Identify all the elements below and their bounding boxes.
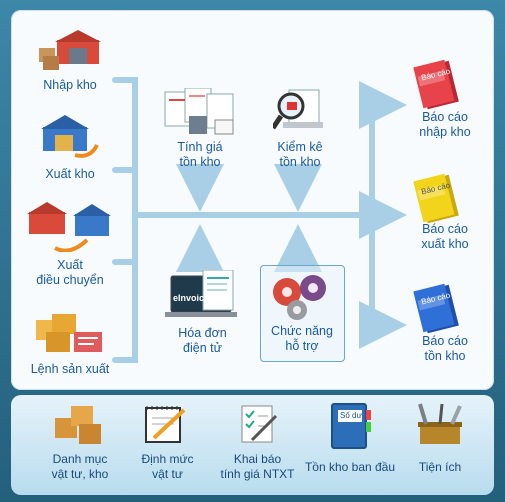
stock-report-module[interactable]: Báo cáo Báo cáo tồn kho [400,282,490,367]
opening-stock-button[interactable]: Số dư Tồn kho ban đầu [300,402,400,490]
blue-report-book-icon [413,283,459,334]
opening-stock-label: Tồn kho ban đầu [304,460,396,474]
export-warehouse-label: Xuất kho [45,167,95,181]
einvoice-label: Hóa đơn điện tử [178,326,227,355]
export-report-module[interactable]: Báo cáo Báo cáo xuất kho [400,172,490,257]
production-order-label: Lệnh sản xuất [30,362,110,376]
support-functions-label: Chức năng hỗ trợ [271,324,333,353]
materials-catalog-button[interactable]: Danh mục vật tư, kho [35,402,125,490]
utilities-button[interactable]: Tiện ích [400,402,480,490]
export-report-label: Báo cáo xuất kho [421,222,469,251]
import-warehouse-label: Nhập kho [43,78,97,92]
magnifier-icon [273,89,323,130]
inventory-pricing-label: Tính giá tồn kho [177,140,223,169]
inventory-pricing-module[interactable]: Tính giá tồn kho [155,88,245,173]
notebook-pen-icon [145,406,186,443]
material-norms-button[interactable]: Định mức vật tư [125,402,210,490]
pricing-declaration-label: Khai báo tính giá NTXT [220,452,295,481]
pricing-declaration-button[interactable]: Khai báo tính giá NTXT [210,402,305,490]
gears-icon [273,275,326,320]
diagram-panel [11,10,494,390]
stocktake-label: Kiểm kê tồn kho [277,140,323,169]
export-warehouse-module[interactable]: Xuất kho [25,115,115,185]
transfer-module[interactable]: Xuất điều chuyển [20,200,120,292]
utilities-label: Tiện ích [418,460,462,474]
transfer-label: Xuất điều chuyển [36,258,104,287]
stock-report-label: Báo cáo tồn kho [422,334,468,363]
laptop-einvoice-icon [165,270,237,317]
import-report-module[interactable]: Báo cáo Báo cáo nhập kho [400,58,490,143]
stocktake-module[interactable]: Kiểm kê tồn kho [255,88,345,173]
warehouse-icon [39,30,101,70]
production-order-icon [36,314,102,352]
production-order-module[interactable]: Lệnh sản xuất [20,312,120,382]
ledger-book-icon [331,403,371,449]
warehouse-transfer-icon [27,202,111,252]
toolbox-icon [418,403,462,444]
support-functions-module[interactable]: Chức năng hỗ trợ [260,266,344,360]
checklist-icon [241,405,278,443]
red-report-book-icon [413,59,459,110]
einvoice-module[interactable]: eInvoice Hóa đơn điện tử [155,270,250,360]
material-norms-label: Định mức vật tư [141,452,194,481]
opening-stock-book-text: Số dư [340,411,362,420]
yellow-report-book-icon [413,173,459,224]
warehouse-export-icon [41,115,99,158]
import-report-label: Báo cáo nhập kho [419,110,471,139]
pricing-documents-icon [164,88,234,135]
materials-catalog-label: Danh mục vật tư, kho [51,452,109,481]
einvoice-screen-text: eInvoice [173,293,210,303]
import-warehouse-module[interactable]: Nhập kho [25,30,115,95]
boxes-icon [55,406,101,444]
